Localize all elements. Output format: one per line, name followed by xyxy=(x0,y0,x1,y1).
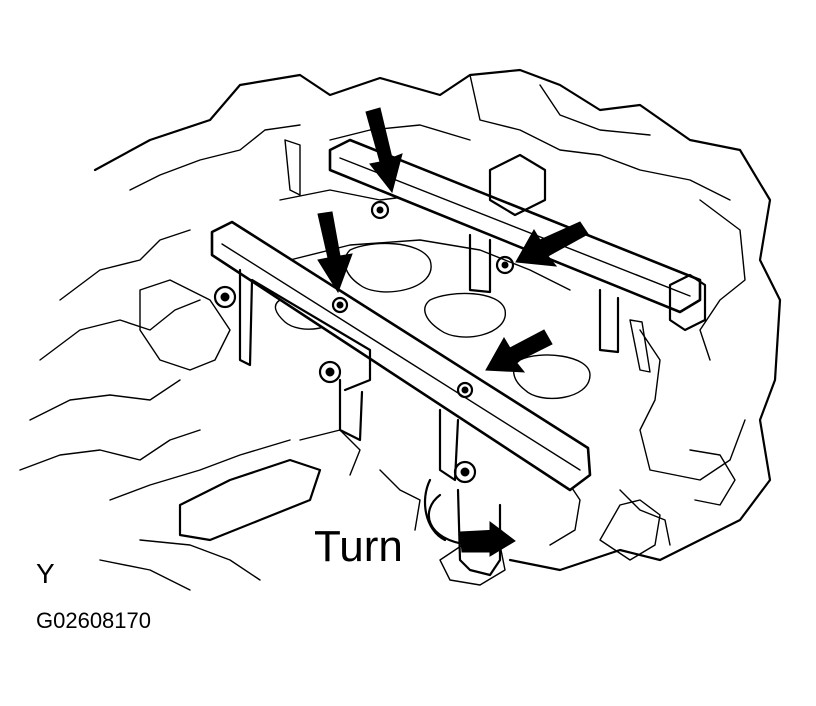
pointer-arrows xyxy=(317,107,589,373)
down-arrow-icon xyxy=(317,211,353,294)
turn-label: Turn xyxy=(314,522,403,571)
bolt-icon xyxy=(495,255,515,275)
down-arrow-icon xyxy=(515,221,589,267)
down-arrow-icon xyxy=(485,329,553,373)
bolt-icon xyxy=(453,460,477,484)
bolt-icon xyxy=(213,285,237,309)
rotate-arrow-icon xyxy=(427,493,516,557)
bolt-icon xyxy=(370,200,390,220)
figure-code-label: G02608170 xyxy=(36,608,151,633)
down-arrow-icon xyxy=(365,107,403,194)
rear-coil-rail xyxy=(328,138,707,354)
bolt-icon xyxy=(318,360,342,384)
view-marker-label: Y xyxy=(36,558,55,589)
coil-bolts xyxy=(213,200,515,484)
bolt-icon xyxy=(456,381,474,399)
front-coil-rail xyxy=(210,220,592,577)
bolt-icon xyxy=(331,296,349,314)
